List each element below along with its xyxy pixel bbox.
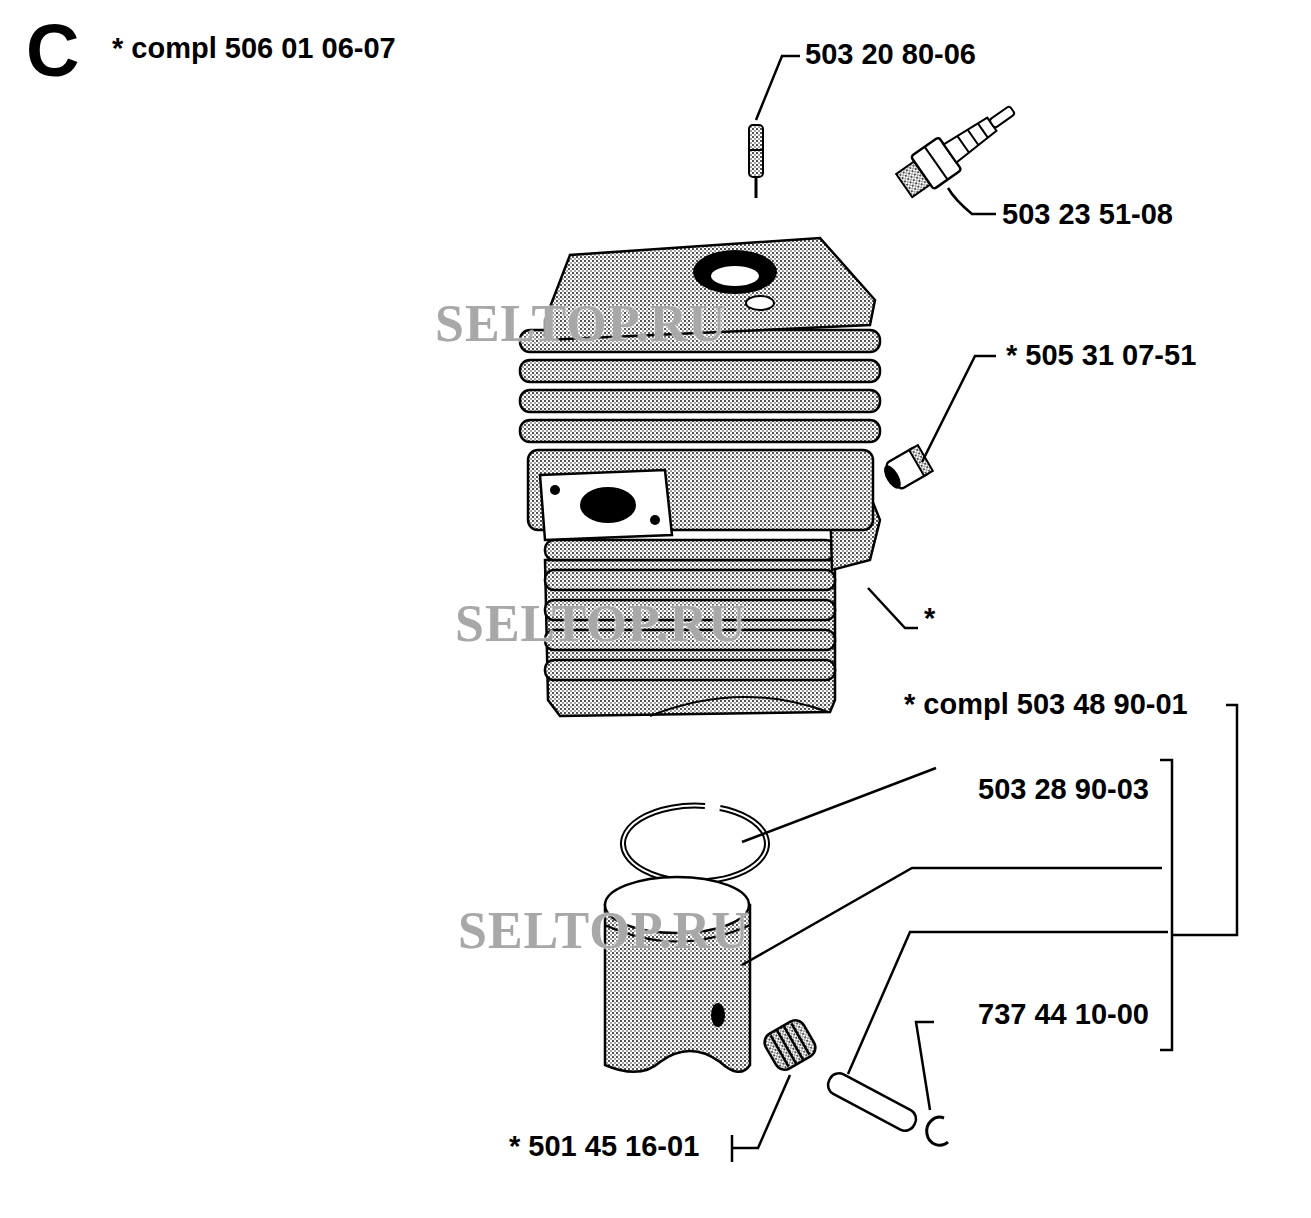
leader-line bbox=[756, 56, 800, 120]
watermark: SELTOP.RU bbox=[435, 298, 727, 350]
cooling-fin bbox=[545, 540, 835, 560]
part-number: 737 44 10-00 bbox=[978, 1000, 1149, 1029]
part-number: * 501 45 16-01 bbox=[509, 1132, 699, 1161]
part-number: * 505 31 07-51 bbox=[1006, 341, 1196, 370]
pin-hole bbox=[711, 1003, 725, 1027]
cooling-fin bbox=[520, 390, 880, 412]
part-number: 503 23 51-08 bbox=[1002, 200, 1173, 229]
plug-terminal bbox=[989, 106, 1015, 129]
bolt-hole bbox=[650, 515, 660, 525]
decompression-valve bbox=[749, 125, 763, 198]
spark-plug bbox=[893, 93, 1024, 201]
leader-line bbox=[732, 1075, 790, 1148]
assembly-number: * compl 506 01 06-07 bbox=[112, 34, 396, 63]
ring-outer bbox=[623, 806, 767, 882]
leader-line bbox=[868, 588, 918, 628]
leader-line bbox=[948, 188, 996, 214]
nut-bore bbox=[881, 463, 904, 492]
circlip bbox=[927, 1117, 948, 1145]
assembly-number: * compl 503 48 90-01 bbox=[904, 690, 1188, 719]
watermark: SELTOP.RU bbox=[455, 598, 747, 650]
pin-body bbox=[824, 1070, 919, 1134]
watermark: SELTOP.RU bbox=[458, 905, 750, 957]
leader-line bbox=[742, 868, 1162, 965]
decomp-hole bbox=[746, 296, 774, 310]
ring-inner bbox=[623, 806, 767, 882]
valve-groove bbox=[749, 149, 763, 151]
insulator-ribs bbox=[957, 122, 988, 152]
exhaust-flange bbox=[540, 470, 672, 540]
wrist-pin bbox=[824, 1070, 919, 1134]
piston-ring bbox=[623, 806, 767, 882]
part-number: 503 20 80-06 bbox=[805, 40, 976, 69]
skirt-cutout bbox=[650, 697, 828, 716]
plug-hex-edge bbox=[925, 147, 948, 180]
leader-line bbox=[916, 1022, 934, 1110]
bolt-hole bbox=[550, 485, 560, 495]
needle-bearing bbox=[761, 1017, 819, 1074]
valve-stem bbox=[755, 175, 758, 198]
bearing-cage bbox=[761, 1017, 819, 1074]
cooling-fin bbox=[545, 570, 835, 590]
leader-line bbox=[731, 1135, 734, 1162]
leader-line bbox=[742, 768, 936, 842]
callout-mark: * bbox=[924, 604, 935, 633]
leader-line bbox=[1172, 705, 1237, 935]
valve-body bbox=[749, 125, 763, 177]
plug-boss bbox=[693, 250, 777, 294]
leader-line bbox=[848, 932, 1168, 1074]
section-letter: C bbox=[26, 14, 79, 88]
leader-line bbox=[922, 356, 996, 462]
nut bbox=[880, 445, 933, 493]
leader-line bbox=[1160, 760, 1172, 1050]
exhaust-port bbox=[580, 487, 636, 523]
bearing-needles bbox=[770, 1022, 811, 1069]
plug-hole bbox=[711, 266, 759, 286]
part-number: 503 28 90-03 bbox=[978, 775, 1149, 804]
cooling-fin bbox=[520, 360, 880, 382]
cooling-fin bbox=[520, 420, 880, 442]
cooling-fin bbox=[545, 660, 835, 680]
